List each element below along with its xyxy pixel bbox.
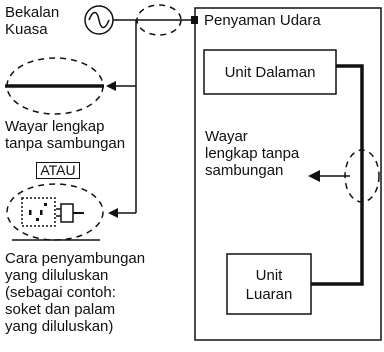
arrow-head-internal-wire <box>308 170 320 182</box>
indoor-unit-box <box>203 49 337 95</box>
approved-connection-line3: (sebagai contoh: <box>5 284 116 301</box>
plug-icon <box>56 203 84 223</box>
arrow-head-wire-option <box>106 81 116 91</box>
approved-connection-line2: yang diluluskan <box>5 267 109 284</box>
wire-option-line2: tanpa sambungan <box>5 135 126 152</box>
internal-wire <box>311 64 364 286</box>
wire-option-line1: Wayar lengkap <box>5 118 105 135</box>
power-supply-label: Bekalan Kuasa <box>5 4 59 38</box>
outdoor-unit-label: Unit Luaran <box>227 266 311 304</box>
approved-connection-line1: Cara penyambungan <box>5 250 146 267</box>
outdoor-unit-line1: Unit <box>255 267 283 284</box>
internal-wire-note-line3: sambungan <box>205 162 284 179</box>
internal-wire-note-line1: Wayar <box>205 128 248 145</box>
wire-option-label: Wayar lengkap tanpa sambungan <box>5 118 125 152</box>
outdoor-unit-line2: Luaran <box>245 286 293 303</box>
aircon-title: Penyaman Udara <box>204 12 321 29</box>
internal-wire-note-line2: lengkap tanpa <box>205 145 300 162</box>
outdoor-unit-box <box>226 253 312 315</box>
approved-connection-line5: yang diluluskan) <box>5 318 114 335</box>
socket-icon <box>21 197 56 227</box>
or-label: ATAU <box>36 162 80 179</box>
approved-connection-line4: soket dan palam <box>5 301 116 318</box>
power-supply-line1: Bekalan <box>5 4 60 21</box>
ac-sine-icon <box>84 5 114 35</box>
connection-point-supply <box>136 4 182 36</box>
aircon-box <box>194 7 382 341</box>
internal-wire-note: Wayar lengkap tanpa sambungan <box>205 128 299 179</box>
power-supply-line2: Kuasa <box>5 21 48 38</box>
arrow-head-socket-option <box>108 208 118 218</box>
approved-connection-label: Cara penyambungan yang diluluskan (sebag… <box>5 250 145 335</box>
indoor-unit-label: Unit Dalaman <box>224 64 316 81</box>
